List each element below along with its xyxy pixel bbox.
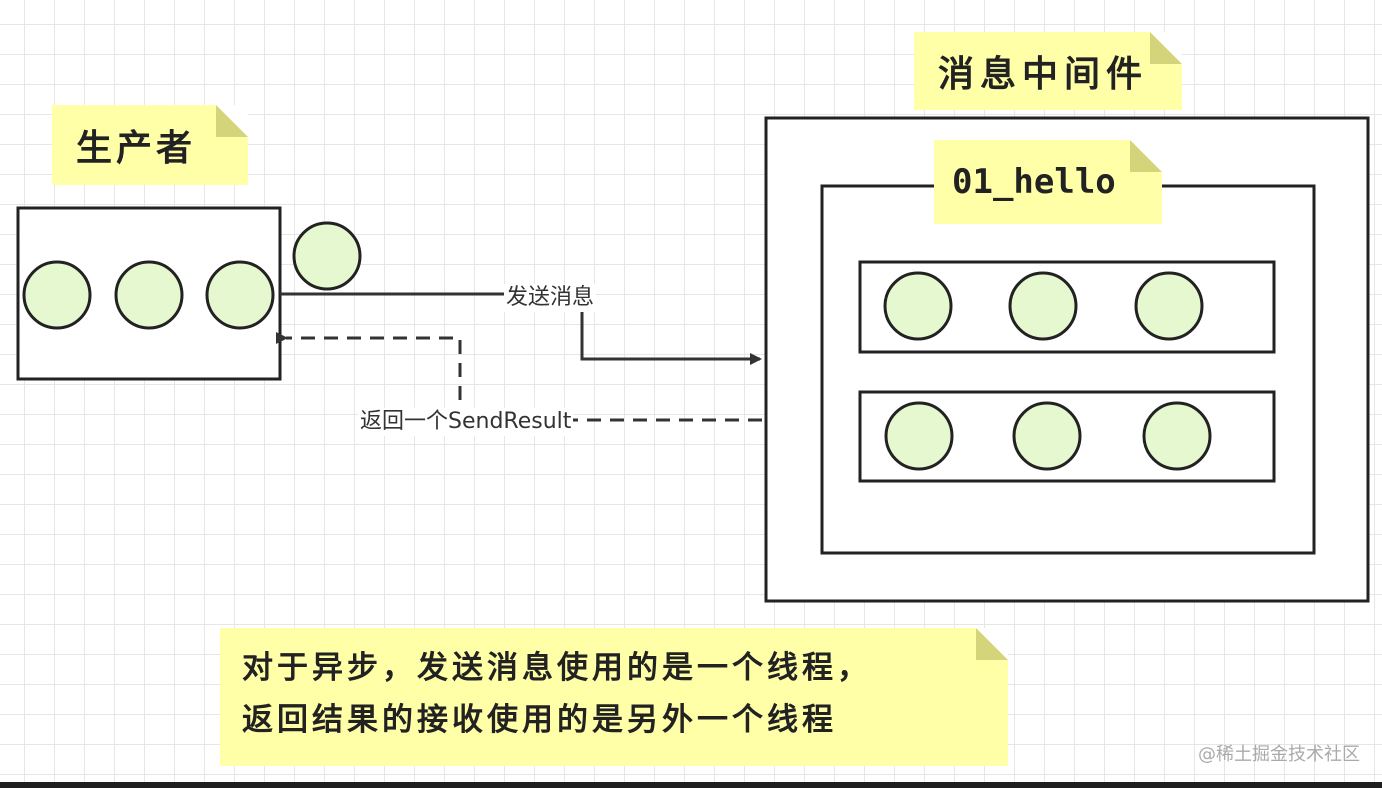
producer-note: 生产者 — [52, 105, 248, 185]
producer-message-1 — [22, 260, 92, 330]
queue-2-message-1 — [884, 401, 954, 471]
topic-box — [820, 184, 1316, 555]
producer-title: 生产者 — [76, 127, 197, 169]
queue-1-message-2 — [1008, 271, 1078, 341]
send-arrow — [280, 292, 762, 365]
description-note: 对于异步，发送消息使用的是一个线程， 返回结果的接收使用的是另外一个线程 — [220, 628, 1008, 766]
topic-note: 01_hello — [934, 140, 1162, 224]
broker-title: 消息中间件 — [938, 53, 1149, 95]
producer-message-3 — [205, 260, 275, 330]
queue-1-message-3 — [1134, 271, 1204, 341]
send-label: 发送消息 — [504, 284, 597, 312]
return-label: 返回一个SendResult — [358, 408, 574, 436]
queue-2-message-2 — [1012, 401, 1082, 471]
queue-1-message-1 — [883, 271, 953, 341]
return-arrow — [276, 332, 762, 422]
topic-name: 01_hello — [952, 162, 1116, 202]
bottom-strip — [0, 782, 1382, 788]
watermark: @稀土掘金技术社区 — [1198, 744, 1360, 765]
in-flight-message — [292, 221, 362, 291]
producer-message-2 — [114, 260, 184, 330]
queue-2-message-3 — [1142, 401, 1212, 471]
description-line-1: 对于异步，发送消息使用的是一个线程， — [242, 650, 872, 686]
description-line-2: 返回结果的接收使用的是另外一个线程 — [242, 702, 837, 738]
broker-note: 消息中间件 — [914, 32, 1182, 110]
